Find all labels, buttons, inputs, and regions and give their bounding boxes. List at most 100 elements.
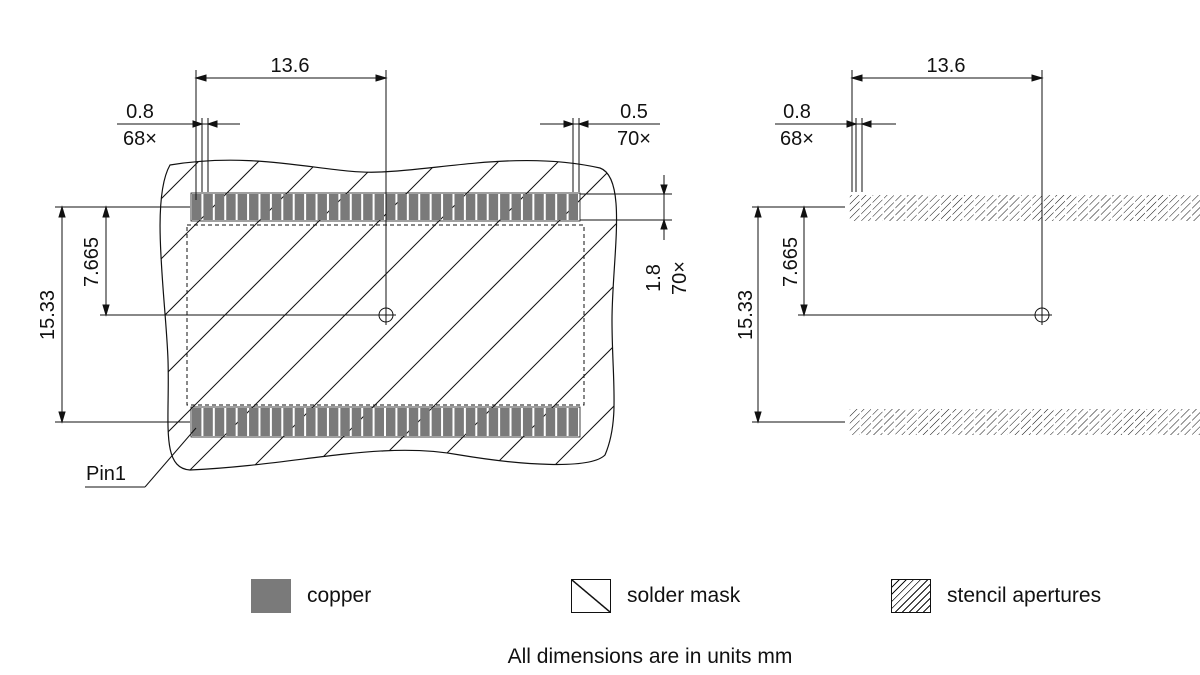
row-half-spacing-label: 7.665 [81, 237, 103, 287]
dimension-row-spacing-right [752, 205, 1032, 424]
copper-pad [557, 408, 567, 436]
left-footprint-view: 13.6 0.8 68× 0.5 70× 1.8 [37, 55, 1200, 500]
copper-pad [545, 194, 556, 220]
copper-pad [192, 194, 202, 220]
pitch-label-right: 13.6 [927, 55, 966, 77]
copper-pad [477, 194, 487, 220]
copper-pad [465, 194, 476, 220]
copper-pad [431, 194, 442, 220]
copper-pad [534, 194, 544, 220]
copper-pad [226, 194, 236, 220]
stencil-top-dividers [848, 195, 1193, 221]
copper-pad [568, 408, 578, 436]
solder-mask-outline [159, 159, 618, 471]
copper-pad [420, 408, 430, 436]
row-spacing-label: 15.33 [37, 290, 59, 340]
pad-length-label: 1.8 [643, 264, 665, 292]
legend-stencil: stencil apertures [891, 579, 1101, 613]
legend-solder-mask-label: solder mask [627, 584, 741, 607]
copper-pad [545, 408, 556, 436]
mask-hatch-line [459, 160, 617, 471]
copper-pad [488, 194, 499, 220]
copper-pad [363, 408, 373, 436]
copper-pad [408, 408, 419, 436]
copper-pad [249, 408, 259, 436]
mask-hatch-line [820, 140, 1180, 500]
copper-pad [340, 408, 350, 436]
row-half-spacing-label-right: 7.665 [780, 237, 802, 287]
copper-pad [488, 408, 499, 436]
copper-swatch [251, 579, 291, 613]
copper-pad [317, 194, 327, 220]
solder-mask-swatch [571, 579, 611, 613]
mask-hatch-line [160, 160, 161, 471]
copper-pad [522, 194, 533, 220]
mask-hatch-line [519, 160, 617, 471]
copper-pad [328, 408, 339, 436]
pitch-label: 13.6 [271, 55, 310, 77]
dimension-13-6 [194, 70, 388, 305]
copper-pad [306, 194, 316, 220]
copper-pad [351, 194, 362, 220]
copper-pad [283, 408, 293, 436]
copper-pad [477, 408, 487, 436]
copper-pad [271, 408, 282, 436]
top-pad-row [190, 192, 581, 222]
copper-pad [431, 408, 442, 436]
pin1-leader [85, 427, 197, 488]
copper-pad [465, 408, 476, 436]
copper-pad [192, 408, 202, 436]
copper-pad [271, 194, 282, 220]
copper-pad [328, 194, 339, 220]
legend-copper: copper [251, 579, 371, 613]
copper-pad [283, 194, 293, 220]
mask-hatch-line [880, 140, 1200, 500]
pad-count-label: 68× [123, 128, 157, 150]
copper-pad [568, 194, 578, 220]
dimension-pad-width-right [540, 118, 660, 192]
copper-pad [351, 408, 362, 436]
copper-pad [249, 194, 259, 220]
copper-pad [420, 194, 430, 220]
center-crosshair-icon [376, 305, 396, 325]
mask-hatch-line [399, 160, 617, 471]
copper-pad [397, 408, 407, 436]
copper-pad [226, 408, 236, 436]
center-crosshair-icon [1032, 305, 1052, 325]
pad-count-label-right: 68× [780, 128, 814, 150]
copper-pad [397, 194, 407, 220]
copper-pad [214, 194, 225, 220]
copper-pad [511, 408, 521, 436]
legend-copper-label: copper [307, 584, 372, 607]
pad-width-label-right: 0.8 [783, 101, 811, 123]
copper-pad [317, 408, 327, 436]
dimension-pad-width-left [117, 118, 240, 192]
copper-pad [511, 194, 521, 220]
pad-row-outline [190, 406, 581, 438]
dimension-13-6-right [850, 70, 1044, 305]
copper-pad [237, 194, 248, 220]
copper-pad [386, 194, 396, 220]
mask-hatch-line [760, 140, 1120, 500]
copper-pad [443, 408, 453, 436]
pad-length-count-label: 70× [669, 261, 691, 295]
copper-pad [294, 408, 305, 436]
mask-hatch-line [339, 160, 617, 471]
copper-pad [374, 194, 384, 220]
stencil-swatch [891, 579, 931, 613]
copper-pad [260, 408, 270, 436]
pad-count-right-label: 70× [617, 128, 651, 150]
copper-pad [500, 194, 510, 220]
legend-solder-mask: solder mask [571, 579, 740, 613]
bottom-pad-row [190, 406, 581, 438]
copper-pad [306, 408, 316, 436]
copper-pad [386, 408, 396, 436]
pad-width-label: 0.8 [126, 101, 154, 123]
copper-pad [557, 194, 567, 220]
copper-pad [203, 194, 213, 220]
copper-pad [260, 194, 270, 220]
copper-pad [522, 408, 533, 436]
copper-pad [214, 408, 225, 436]
copper-pad [454, 408, 464, 436]
copper-pad [534, 408, 544, 436]
